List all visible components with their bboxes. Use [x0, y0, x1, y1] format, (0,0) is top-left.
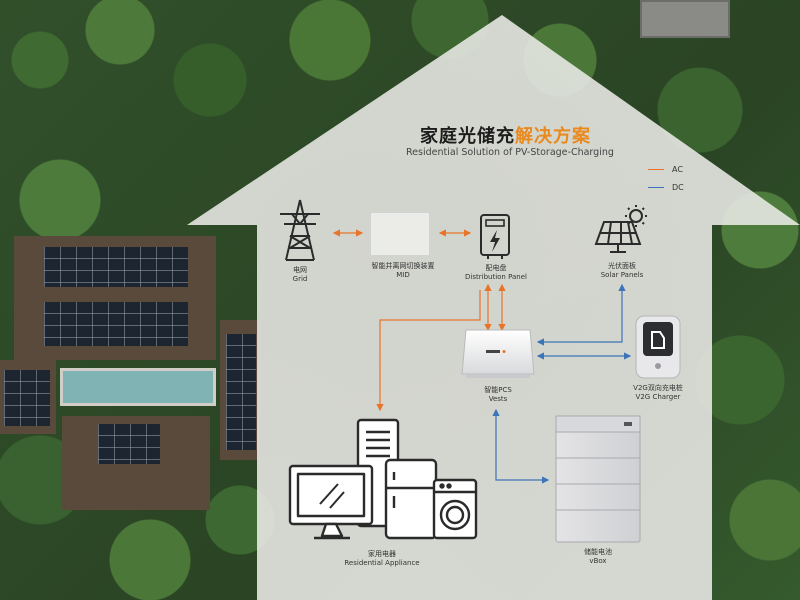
appliance-label-cn: 家用电器: [368, 550, 396, 558]
battery-label-cn: 储能电池: [584, 548, 612, 556]
grid-label: 电网 Grid: [278, 266, 322, 284]
wire-solar-pcs: [536, 283, 626, 346]
solar-label: 光伏面板 Solar Panels: [590, 262, 654, 280]
grid-label-en: Grid: [292, 275, 308, 283]
legend: AC DC: [648, 160, 684, 196]
grid-label-cn: 电网: [293, 266, 307, 274]
battery-label-en: vBox: [589, 557, 607, 565]
legend-item-dc: DC: [648, 178, 684, 196]
wire-pcs-battery: [492, 408, 550, 484]
appliances-icon: [288, 418, 478, 540]
pcs-inverter-icon: [461, 329, 535, 378]
appliance-label: 家用电器 Residential Appliance: [334, 550, 430, 568]
charger-label-en: V2G Charger: [635, 393, 681, 401]
mid-label: 智能并离网切换装置 MID: [358, 262, 448, 280]
distribution-label-cn: 配电盘: [485, 264, 507, 272]
solar-panel-icon: [594, 205, 647, 253]
diagram-subtitle: Residential Solution of PV-Storage-Charg…: [406, 147, 614, 158]
battery-cabinet-icon: [555, 415, 641, 543]
diagram-title: 家庭光储充解决方案: [420, 122, 591, 148]
pcs-label-cn: 智能PCS: [484, 386, 512, 394]
distribution-label-en: Distribution Panel: [465, 273, 527, 281]
rooftop-solar-array: [44, 302, 188, 346]
title-accent: 解决方案: [515, 126, 591, 147]
battery-label: 储能电池 vBox: [566, 548, 630, 566]
legend-dc-line: [648, 186, 664, 188]
rooftop-solar-array: [4, 370, 50, 426]
rooftop-solar-array: [98, 424, 160, 464]
mid-device-icon: [370, 212, 430, 256]
distribution-panel-icon: [480, 214, 510, 259]
neighbor-roof: [640, 0, 730, 38]
solar-label-cn: 光伏面板: [608, 262, 636, 270]
charger-label-cn: V2G双向充电桩: [633, 384, 683, 392]
v2g-charger-icon: [635, 315, 681, 379]
charger-label: V2G双向充电桩 V2G Charger: [624, 384, 692, 402]
solar-label-en: Solar Panels: [600, 271, 644, 279]
distribution-label: 配电盘 Distribution Panel: [460, 264, 532, 282]
pool: [60, 368, 216, 406]
power-tower-icon: [280, 199, 320, 261]
pcs-label-en: Vests: [488, 395, 508, 403]
legend-item-ac: AC: [648, 160, 684, 178]
title-main: 家庭光储充: [420, 126, 515, 147]
rooftop-solar-array: [226, 334, 256, 450]
mid-label-cn: 智能并离网切换装置: [371, 262, 435, 270]
legend-dc-label: DC: [672, 182, 684, 192]
mid-label-en: MID: [396, 271, 410, 279]
rooftop-solar-array: [44, 247, 188, 287]
legend-ac-label: AC: [672, 164, 683, 174]
appliance-label-en: Residential Appliance: [344, 559, 420, 567]
pcs-label: 智能PCS Vests: [470, 386, 526, 404]
legend-ac-line: [648, 168, 664, 170]
wire-panel-appliance: [376, 290, 481, 412]
